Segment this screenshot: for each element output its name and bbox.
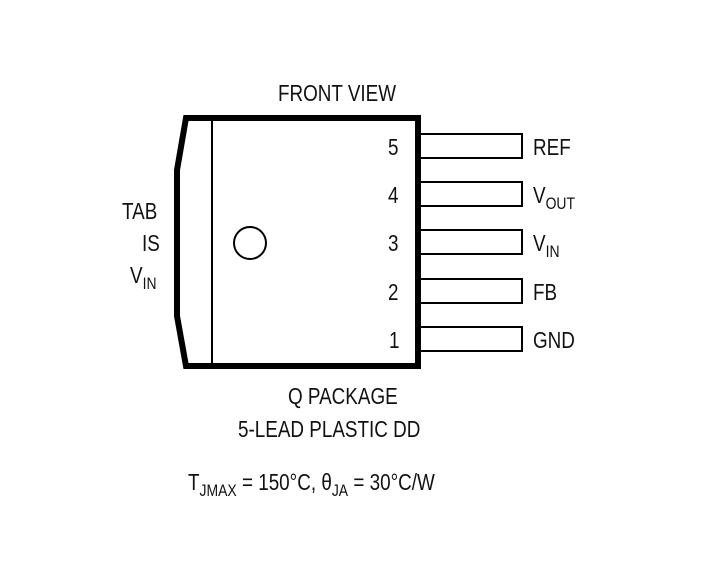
lead-3 — [418, 229, 523, 255]
pin-number-5: 5 — [388, 134, 399, 160]
pin-name-1: GND — [533, 327, 575, 353]
thermal-spec: TJMAX = 150°C, θJA = 30°C/W — [188, 469, 435, 500]
tab-label-1: TAB — [122, 198, 158, 224]
pin-name-4: VOUT — [533, 182, 576, 213]
pin-name-5: REF — [533, 134, 571, 160]
pin-number-2: 2 — [388, 279, 399, 305]
pin-number-1: 1 — [389, 327, 400, 353]
package-body — [174, 115, 421, 369]
lead-1 — [418, 326, 523, 352]
tab-label-2: IS — [142, 230, 160, 256]
lead-5 — [418, 133, 523, 159]
front-view-title: FRONT VIEW — [278, 80, 397, 106]
lead-4 — [418, 181, 523, 207]
pin-name-2: FB — [533, 279, 558, 305]
pin-name-3: VIN — [533, 230, 560, 261]
package-description: 5-LEAD PLASTIC DD — [238, 416, 421, 442]
tab-label-3: VIN — [130, 262, 157, 293]
pin1-marker — [233, 226, 267, 260]
package-name: Q PACKAGE — [288, 383, 398, 409]
pin-number-3: 3 — [388, 230, 399, 256]
pin-number-4: 4 — [388, 182, 399, 208]
lead-2 — [418, 278, 523, 304]
